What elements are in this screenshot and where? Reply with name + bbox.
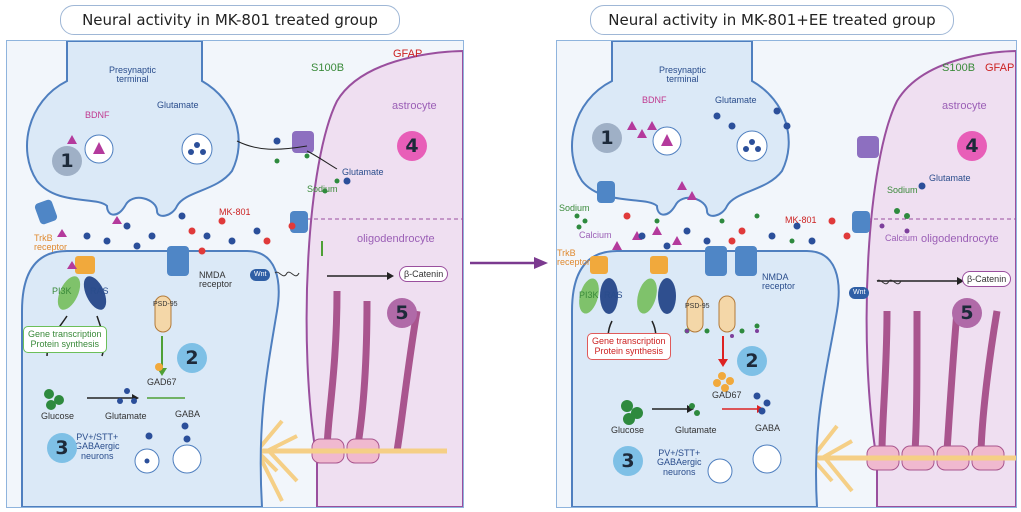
step-3-badge: 3 xyxy=(47,433,77,463)
transition-arrow-icon xyxy=(470,257,548,269)
step-2-badge: 2 xyxy=(177,343,207,373)
presynaptic-terminal-label: Presynaptic terminal xyxy=(109,65,157,85)
postsynaptic-neuron xyxy=(21,250,280,507)
s100b-label: S100B xyxy=(311,62,345,74)
gfap-label-right: GFAP xyxy=(985,62,1015,74)
beta-catenin-box: β-Catenin xyxy=(399,266,449,283)
sodium-label-2-right: Sodium xyxy=(887,185,918,195)
nmda-receptor xyxy=(167,246,189,276)
beta-catenin-box-right: β-Catenin xyxy=(962,271,1012,288)
step-5-badge: 5 xyxy=(387,298,417,328)
pi3k-label: PI3K xyxy=(52,286,72,296)
gad67-label-right: GAD67 xyxy=(712,390,742,400)
sodium-label: Sodium xyxy=(307,184,338,194)
glutamate-vesicle-label: Glutamate xyxy=(157,100,199,110)
bdnf-label: BDNF xyxy=(85,110,110,120)
nmda-receptor-label-right: NMDA receptor xyxy=(762,272,796,292)
sodium-label-right: Sodium xyxy=(559,203,590,213)
mk801-label: MK-801 xyxy=(219,207,251,217)
s100b-label-right: S100B xyxy=(942,62,976,74)
gfap-label: GFAP xyxy=(393,48,423,60)
trkb-receptor-label: TrkB receptor xyxy=(34,233,68,253)
glucose-label-right: Glucose xyxy=(611,425,645,435)
astrocyte-cell xyxy=(305,49,463,507)
step-4-badge-right: 4 xyxy=(957,131,987,161)
astrocyte-cell-right xyxy=(865,49,1016,507)
oligodendrocyte-label: oligodendrocyte xyxy=(357,233,435,245)
pi3k-label-right: PI3K xyxy=(579,290,599,300)
right-panel-title: Neural activity in MK-801+EE treated gro… xyxy=(590,5,954,35)
step-2-badge-right: 2 xyxy=(737,346,767,376)
glutamate-label-3-right: Glutamate xyxy=(929,173,971,183)
psd95-label: PSD-95 xyxy=(153,301,178,308)
ras-label-right: RAS xyxy=(604,290,623,300)
gabaergic-neurons-label-right: PV+/STT+ GABAergic neurons xyxy=(657,448,702,477)
glutamate-label-2: Glutamate xyxy=(105,411,147,421)
gaba-label: GABA xyxy=(175,409,201,419)
astrocyte-label: astrocyte xyxy=(392,100,437,112)
calcium-label-2-right: Calcium xyxy=(885,233,918,243)
gene-transcription-box-right: Gene transcription Protein synthesis xyxy=(587,333,671,360)
glutamate-label-3: Glutamate xyxy=(342,167,384,177)
bdnf-label-right: BDNF xyxy=(642,95,667,105)
step-4-badge: 4 xyxy=(397,131,427,161)
glutamate-label-2-right: Glutamate xyxy=(675,425,717,435)
oligodendrocyte-label-right: oligodendrocyte xyxy=(921,233,999,245)
wnt-badge: Wnt xyxy=(250,269,271,282)
trkb-receptor xyxy=(75,256,95,274)
gad67-label: GAD67 xyxy=(147,377,177,387)
step-1-badge: 1 xyxy=(52,146,82,176)
glucose-label: Glucose xyxy=(41,411,75,421)
gene-transcription-box: Gene transcription Protein synthesis xyxy=(23,326,107,353)
step-1-badge-right: 1 xyxy=(592,123,622,153)
left-panel-title: Neural activity in MK-801 treated group xyxy=(60,5,400,35)
wnt-badge-right: Wnt xyxy=(849,287,870,300)
mk801-label-right: MK-801 xyxy=(785,215,817,225)
nmda-receptor-label: NMDA receptor xyxy=(199,270,233,290)
presynaptic-terminal xyxy=(26,41,240,217)
left-panel: Presynaptic terminal BDNF Glutamate MK-8… xyxy=(6,40,464,508)
glutamate-vesicle-label-right: Glutamate xyxy=(715,95,757,105)
right-panel: Presynaptic terminal BDNF Glutamate Sodi… xyxy=(556,40,1017,508)
right-diagram-graphics xyxy=(571,41,1016,507)
gaba-label-right: GABA xyxy=(755,423,781,433)
step-5-badge-right: 5 xyxy=(952,298,982,328)
trkb-receptor-label-right: TrkB receptor xyxy=(557,248,591,268)
left-diagram-graphics xyxy=(21,41,463,507)
step-3-badge-right: 3 xyxy=(613,446,643,476)
gabaergic-neurons-label: PV+/STT+ GABAergic neurons xyxy=(75,432,120,461)
postsynaptic-neuron-right xyxy=(571,250,840,507)
calcium-label-right: Calcium xyxy=(579,230,612,240)
ras-label: RAS xyxy=(90,286,109,296)
presynaptic-terminal-label-right: Presynaptic terminal xyxy=(659,65,707,85)
psd95-label-right: PSD-95 xyxy=(685,303,710,310)
glutamate-vesicle xyxy=(181,133,213,165)
astrocyte-label-right: astrocyte xyxy=(942,100,987,112)
